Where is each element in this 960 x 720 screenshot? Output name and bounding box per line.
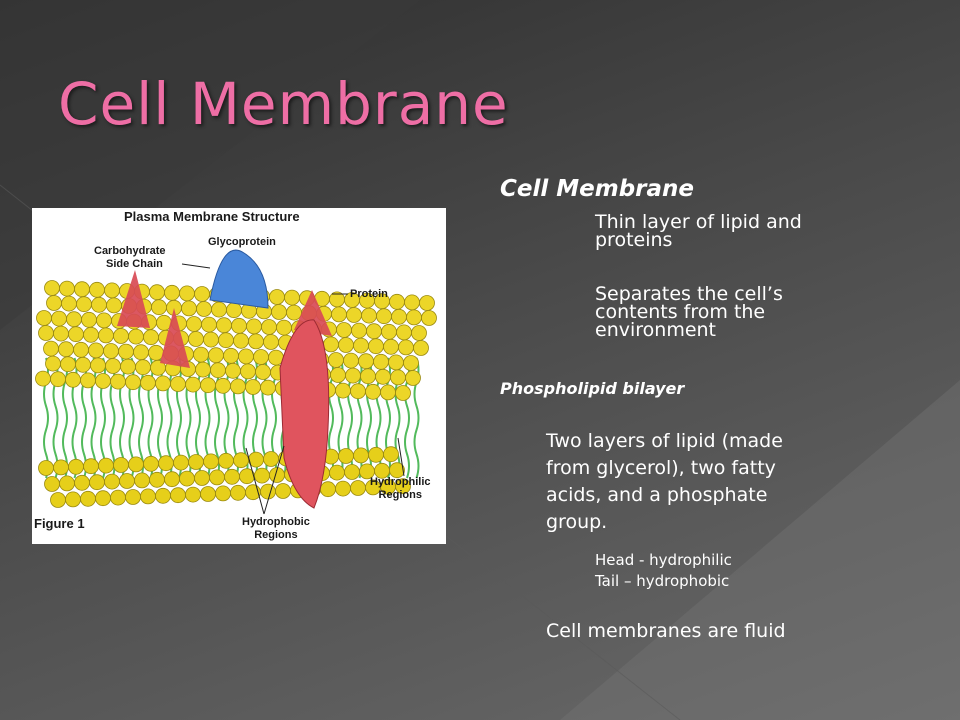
content-heading: Cell Membrane bbox=[500, 176, 695, 202]
bilayer-description: Two layers of lipid (made from glycerol)… bbox=[546, 430, 783, 533]
label-hydrophilic: Hydrophilic Regions bbox=[370, 476, 431, 501]
figure-heading: Plasma Membrane Structure bbox=[124, 209, 300, 224]
label-protein: Protein bbox=[350, 288, 388, 300]
label-hydrophobic: Hydrophobic Regions bbox=[242, 516, 310, 541]
slide-title: Cell Membrane bbox=[58, 70, 509, 138]
membrane-diagram: Plasma Membrane Structure Glycoprotein C… bbox=[32, 208, 446, 544]
label-glycoprotein: Glycoprotein bbox=[208, 236, 276, 248]
bullet-separates: Separates the cell’s contents from the e… bbox=[595, 283, 783, 341]
head-item: Head - hydrophilic bbox=[595, 551, 732, 569]
figure-number: Figure 1 bbox=[34, 516, 85, 531]
bullet-thin-layer: Thin layer of lipid and proteins bbox=[595, 211, 802, 251]
label-carbohydrate: Carbohydrate Side Chain bbox=[94, 245, 166, 270]
phospholipid-heading: Phospholipid bilayer bbox=[500, 379, 685, 398]
head-tail-list: Head - hydrophilic Tail – hydrophobic bbox=[595, 550, 732, 592]
membrane-illustration bbox=[35, 249, 437, 515]
bilayer-drawing bbox=[35, 249, 437, 515]
tail-item: Tail – hydrophobic bbox=[595, 572, 730, 590]
fluid-statement: Cell membranes are fluid bbox=[546, 620, 786, 642]
